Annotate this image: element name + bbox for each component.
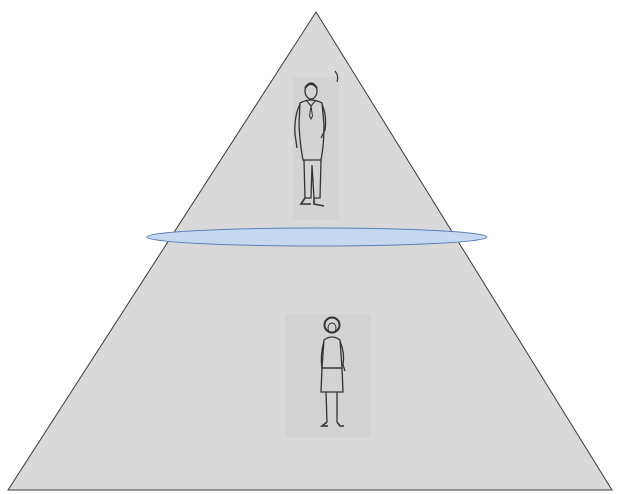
woman-in-suit-figure (285, 314, 371, 437)
man-in-suit-figure (293, 71, 339, 220)
divider-ellipse (147, 228, 487, 246)
